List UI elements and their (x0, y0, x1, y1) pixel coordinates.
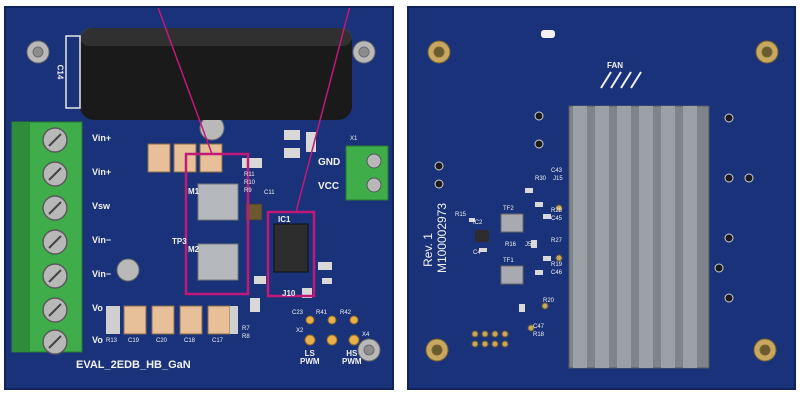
transformer-tf1 (500, 265, 524, 285)
ref-r27: R27 (551, 238, 563, 244)
isolated-ic (475, 230, 489, 242)
mounting-hole (26, 40, 50, 64)
pin-label: Vin+ (92, 133, 112, 143)
ref-m2: M2 (188, 245, 200, 254)
ref-c45: C45 (551, 216, 563, 222)
front-board-graphics (11, 8, 389, 362)
bulk-capacitor (80, 28, 352, 120)
ref-ic2: IC2 (473, 220, 483, 226)
signal-connector (345, 145, 389, 201)
capacitor-row-bottom (123, 305, 231, 335)
transformer-tf2 (500, 213, 524, 233)
ref-r20: R20 (543, 298, 555, 304)
annotation-box-gan (184, 152, 250, 296)
ref-tf1: TF1 (503, 258, 514, 264)
mounting-hole (352, 40, 376, 64)
mounting-hole (753, 338, 777, 362)
connector-label-vcc: VCC (318, 181, 340, 192)
pin-label: Vsw (92, 201, 111, 211)
ref-m1: M1 (188, 187, 200, 196)
pin-label: Vin+ (92, 167, 112, 177)
mounting-hole (116, 258, 140, 282)
pin-label: Vo (92, 303, 103, 313)
ref-j10: J10 (282, 289, 296, 298)
ref-r28: R28 (551, 208, 563, 214)
fan-label: FAN (607, 61, 623, 70)
ref-j15: J15 (553, 176, 563, 182)
ref-r19: R19 (551, 262, 563, 268)
ref-ic1: IC1 (278, 215, 291, 224)
pin-label: Vin− (92, 235, 112, 245)
heatsink (568, 105, 710, 369)
pwm-label-hs: HS PWM (342, 349, 362, 366)
ref-r41: R41 (316, 310, 328, 316)
gan-transistor-m1 (197, 183, 239, 221)
ref-c23: C23 (292, 310, 304, 316)
ref-c19: C19 (128, 338, 140, 344)
back-board-graphics (425, 30, 779, 369)
ref-j5: J5 (525, 242, 532, 248)
revision: Rev. 1 (420, 233, 435, 267)
ref-r9: R9 (244, 188, 252, 194)
ref-r8: R8 (242, 334, 250, 340)
ref-c47: C47 (533, 324, 545, 330)
ref-r18: R18 (533, 332, 545, 338)
ref-r42: R42 (340, 310, 352, 316)
ref-c17: C17 (212, 338, 224, 344)
ref-r16: R16 (505, 242, 517, 248)
ref-r11: R11 (244, 172, 255, 178)
ref-c11: C11 (264, 190, 275, 196)
mounting-hole (357, 338, 381, 362)
board-title: EVAL_2EDB_HB_GaN (76, 359, 191, 371)
gan-transistor-m2 (197, 243, 239, 281)
ref-c43: C43 (551, 168, 563, 174)
annotation-pointer (295, 8, 351, 213)
ref-x1: X1 (350, 136, 358, 142)
ref-x2: X2 (296, 328, 304, 334)
ref-c14: C14 (55, 64, 65, 80)
ref-c4: C4 (473, 250, 481, 256)
pwm-pins (304, 315, 360, 346)
ref-x4: X4 (362, 332, 370, 338)
ref-c20: C20 (156, 338, 168, 344)
mounting-hole (755, 40, 779, 64)
pad-cluster (471, 330, 509, 348)
ref-r13: R13 (106, 338, 118, 344)
ref-r7: R7 (242, 326, 250, 332)
mounting-hole (427, 40, 451, 64)
ref-r30: R30 (535, 176, 547, 182)
annotation-pointer (157, 8, 213, 155)
back-board: FAN M100002973 Rev. 1 TF2 TF1 IC2 R15 R1… (407, 6, 796, 390)
ref-c18: C18 (184, 338, 196, 344)
ref-c46: C46 (551, 270, 563, 276)
pin-label: Vin− (92, 269, 112, 279)
ref-r15: R15 (455, 212, 467, 218)
front-board: C14 Vin+ Vin+ Vsw Vin− Vin− Vo Vo M1 M2 … (4, 6, 394, 390)
ref-r10: R10 (244, 180, 256, 186)
annotation-box-driver (266, 210, 316, 298)
ref-tf2: TF2 (503, 206, 514, 212)
part-number: M100002973 (435, 202, 450, 274)
driver-ic (273, 223, 309, 273)
mounting-hole (425, 338, 449, 362)
connector-label-gnd: GND (318, 157, 341, 168)
ref-tp3: TP3 (172, 237, 187, 246)
pwm-label-ls: LS PWM (300, 349, 320, 366)
pin-label: Vo (92, 335, 103, 345)
